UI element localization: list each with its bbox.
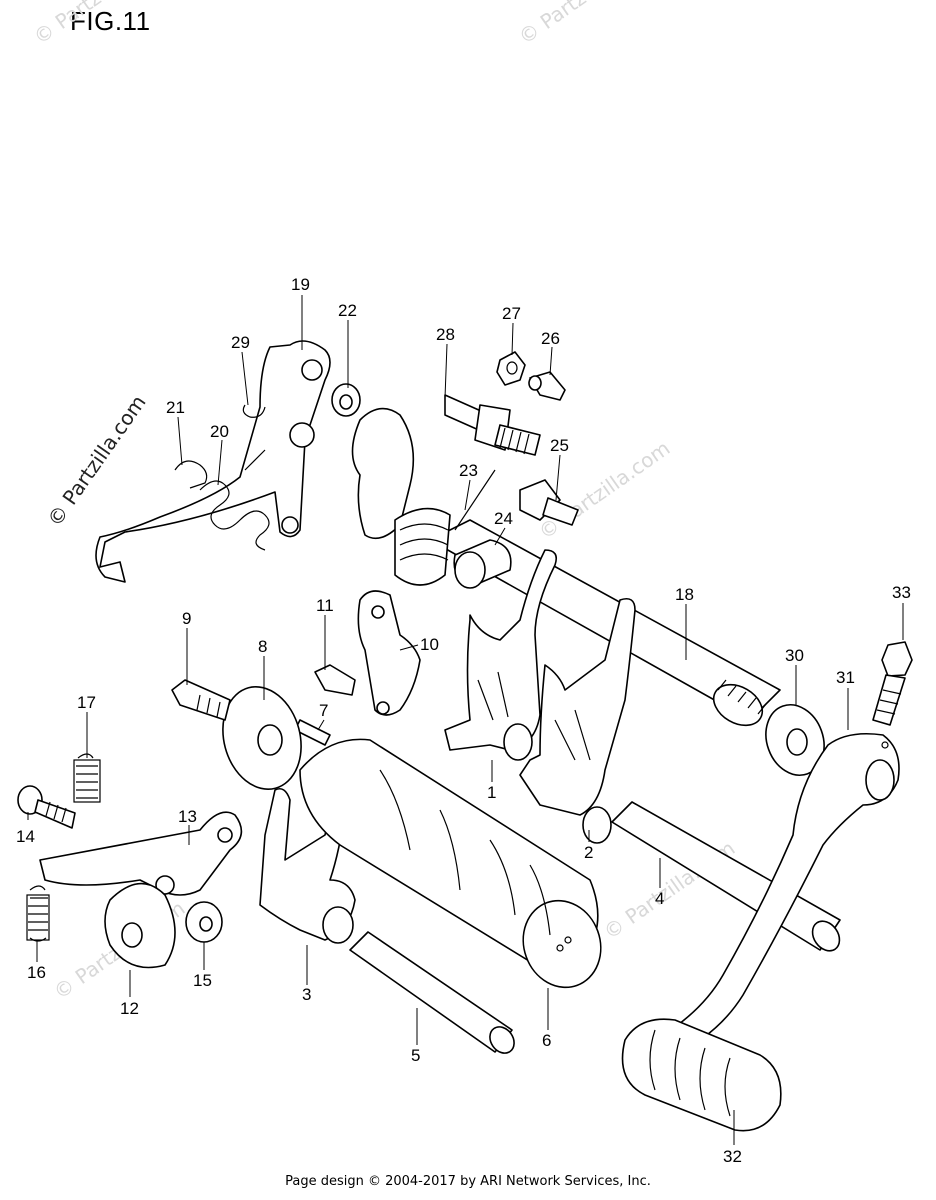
callout-17: 17 — [77, 693, 96, 712]
callout-29: 29 — [231, 333, 250, 352]
callout-14: 14 — [16, 827, 35, 846]
part-bolt-28 — [444, 394, 541, 456]
part-bolt-14 — [17, 785, 76, 829]
part-screw-9 — [171, 679, 231, 721]
part-shift-fork-2 — [519, 597, 636, 844]
callout-31: 31 — [836, 668, 855, 687]
callout-21: 21 — [166, 398, 185, 417]
callout-6: 6 — [542, 1031, 551, 1050]
callout-23: 23 — [459, 461, 478, 480]
part-bolt-33 — [872, 641, 913, 726]
watermark: © Partzilla.com — [514, 0, 654, 49]
callout-20: 20 — [210, 422, 229, 441]
watermark-side: © Partzilla.com — [42, 391, 150, 531]
part-oil-seal-30 — [765, 704, 825, 776]
callout-30: 30 — [785, 646, 804, 665]
figure-title: FIG.11 — [70, 6, 151, 36]
callout-3: 3 — [302, 985, 311, 1004]
callout-11: 11 — [316, 596, 334, 615]
part-bolt-25 — [519, 479, 579, 526]
callout-33: 33 — [892, 583, 911, 602]
callout-24: 24 — [494, 509, 513, 528]
part-bushing-24 — [453, 539, 512, 589]
part-clip-21 — [174, 460, 208, 489]
part-lifter-12-13 — [39, 811, 243, 969]
callout-8: 8 — [258, 637, 267, 656]
callout-28: 28 — [436, 325, 455, 344]
part-shift-pedal-32 — [621, 1018, 782, 1132]
part-cam-plate-8 — [222, 686, 302, 790]
callout-25: 25 — [550, 436, 569, 455]
callout-15: 15 — [193, 971, 212, 990]
leader-lines — [27, 295, 904, 1145]
part-shift-fork-1 — [444, 549, 558, 761]
part-spring-20 — [199, 449, 270, 551]
callout-12: 12 — [120, 999, 139, 1018]
watermark: © Partzilla.com — [29, 0, 169, 49]
callout-16: 16 — [27, 963, 46, 982]
callout-5: 5 — [411, 1046, 420, 1065]
callout-22: 22 — [338, 301, 357, 320]
callout-18: 18 — [675, 585, 694, 604]
callout-2: 2 — [584, 843, 593, 862]
part-washer-22 — [331, 383, 361, 417]
part-nut-27 — [496, 351, 526, 386]
part-stopper-10 — [357, 590, 421, 716]
part-spring-16 — [26, 885, 50, 942]
part-fork-shaft-5 — [349, 931, 515, 1054]
callout-10: 10 — [420, 635, 439, 654]
callout-4: 4 — [655, 889, 664, 908]
part-cam-stopper — [351, 407, 496, 586]
callout-32: 32 — [723, 1147, 742, 1166]
callout-1: 1 — [487, 783, 496, 802]
part-shift-drum-6 — [299, 738, 602, 989]
part-clip-29 — [242, 404, 266, 418]
callout-19: 19 — [291, 275, 310, 294]
callout-27: 27 — [502, 304, 521, 323]
part-bolt-26 — [528, 371, 566, 401]
part-spring-17 — [73, 753, 101, 803]
callout-13: 13 — [178, 807, 197, 826]
callout-7: 7 — [319, 701, 328, 720]
part-washer-15 — [185, 901, 223, 943]
page-footer: Page design © 2004-2017 by ARI Network S… — [285, 1174, 651, 1189]
callout-9: 9 — [182, 609, 191, 628]
part-shift-lever-31 — [662, 732, 900, 1056]
callout-26: 26 — [541, 329, 560, 348]
part-screw-11 — [314, 664, 356, 696]
callouts: 19 22 29 21 20 28 27 26 25 23 24 18 33 3… — [16, 275, 911, 1166]
part-shift-arm — [95, 340, 331, 583]
